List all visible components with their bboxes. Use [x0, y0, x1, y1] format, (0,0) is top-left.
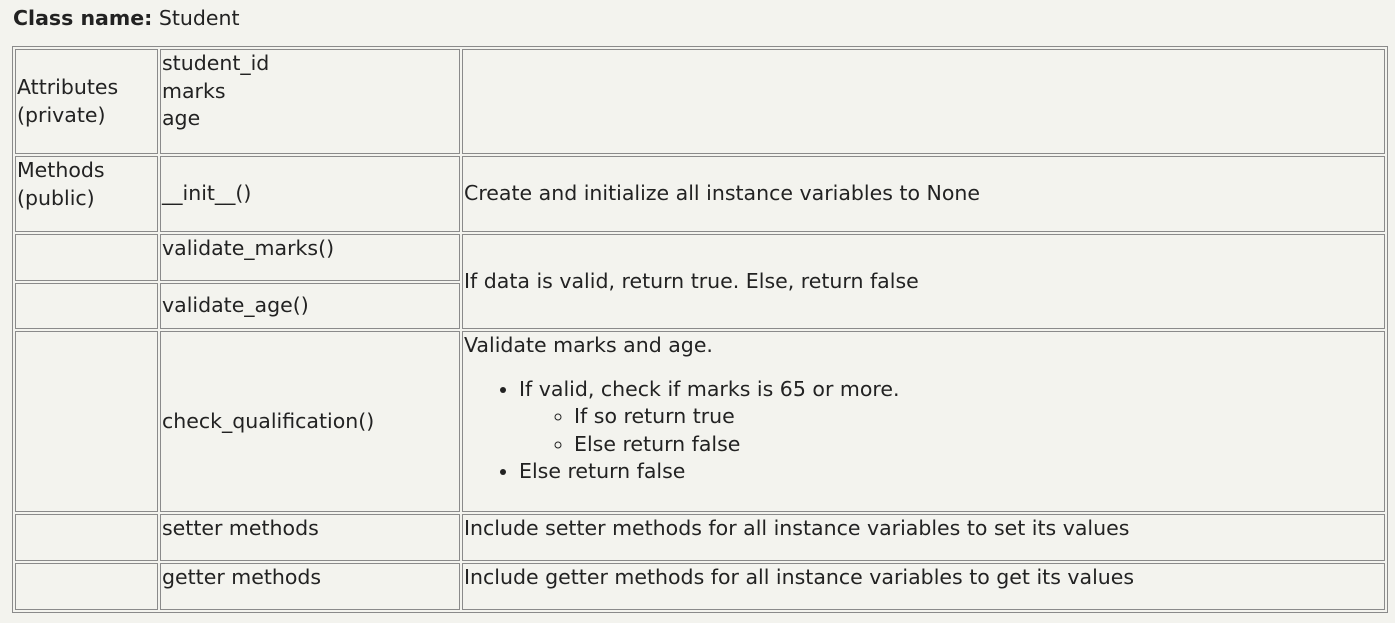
empty-label-cell: [15, 563, 158, 610]
attribute-item: marks: [162, 78, 226, 103]
method-description-cell: Include setter methods for all instance …: [462, 514, 1385, 562]
check-qualification-sublist: If so return true Else return false: [519, 403, 1383, 458]
method-name-cell: validate_marks(): [160, 233, 460, 281]
method-description-getter: Include getter methods for all instance …: [464, 565, 1135, 590]
method-name-cell: setter methods: [160, 514, 460, 562]
class-name-value: Student: [158, 6, 240, 30]
empty-label-cell: [15, 282, 158, 330]
method-name-validate-age: validate_age(): [162, 293, 309, 318]
check-qualification-row: check_qualification() Validate marks and…: [15, 331, 1385, 513]
attributes-label: Attributes (private): [17, 75, 119, 127]
check-qualification-intro: Validate marks and age.: [464, 333, 713, 358]
methods-label-cell: Methods (public): [15, 156, 158, 232]
setter-row: setter methods Include setter methods fo…: [15, 514, 1385, 562]
method-description-cell: Create and initialize all instance varia…: [462, 156, 1385, 232]
attributes-row: Attributes (private) student_id marks ag…: [15, 49, 1385, 155]
attributes-description-cell: [462, 49, 1385, 155]
list-item: Else return false: [519, 458, 1383, 486]
empty-label-cell: [15, 233, 158, 281]
list-item: Else return false: [574, 431, 1383, 459]
method-name-setter: setter methods: [162, 516, 319, 541]
empty-label-cell: [15, 331, 158, 513]
method-name-getter: getter methods: [162, 565, 322, 590]
method-name-cell: validate_age(): [160, 282, 460, 330]
method-description-cell: Include getter methods for all instance …: [462, 563, 1385, 610]
method-description-cell: Validate marks and age. If valid, check …: [462, 331, 1385, 513]
class-name-label: Class name:: [13, 6, 153, 30]
attributes-label-cell: Attributes (private): [15, 49, 158, 155]
method-name-cell: __init__(): [160, 156, 460, 232]
method-description-setter: Include setter methods for all instance …: [464, 516, 1130, 541]
validate-marks-row: validate_marks() If data is valid, retur…: [15, 233, 1385, 330]
attribute-item: age: [162, 106, 201, 130]
check-qualification-list: If valid, check if marks is 65 or more. …: [464, 376, 1383, 486]
class-spec-table: Attributes (private) student_id marks ag…: [12, 46, 1388, 613]
class-title: Class name: Student: [13, 4, 240, 32]
methods-label: Methods (public): [17, 158, 105, 210]
list-item-text: If valid, check if marks is 65 or more.: [519, 376, 900, 401]
method-name-init: __init__(): [162, 181, 252, 206]
attribute-item: student_id: [162, 51, 270, 75]
validate-description-cell: If data is valid, return true. Else, ret…: [462, 233, 1385, 330]
method-name-validate-marks: validate_marks(): [162, 235, 335, 260]
validate-age-row: validate_age(): [15, 282, 1385, 330]
method-name-cell: check_qualification(): [160, 331, 460, 513]
empty-label-cell: [15, 514, 158, 562]
attributes-list-cell: student_id marks age: [160, 49, 460, 155]
method-name-check-qualification: check_qualification(): [162, 409, 375, 434]
method-name-cell: getter methods: [160, 563, 460, 610]
method-description-init: Create and initialize all instance varia…: [464, 181, 980, 206]
list-item: If valid, check if marks is 65 or more. …: [519, 376, 1383, 459]
init-row: Methods (public) __init__() Create and i…: [15, 156, 1385, 232]
list-item: If so return true: [574, 403, 1383, 431]
method-description-validate: If data is valid, return true. Else, ret…: [464, 268, 919, 293]
getter-row: getter methods Include getter methods fo…: [15, 563, 1385, 610]
